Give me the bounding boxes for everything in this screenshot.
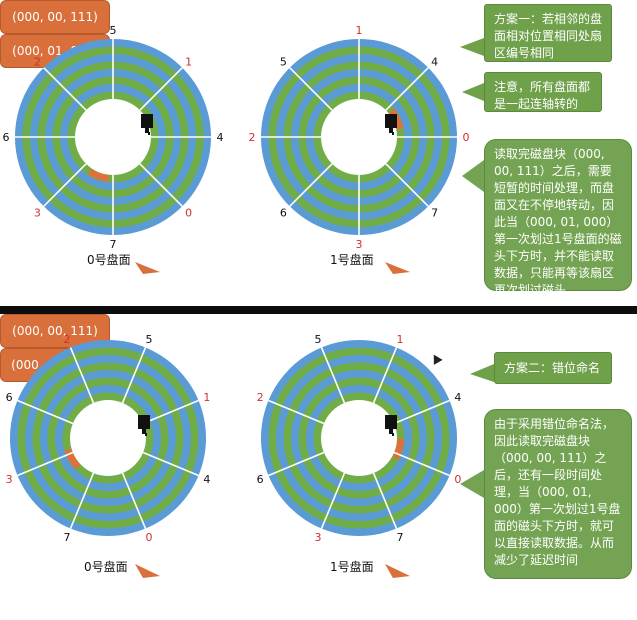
sector-divider — [320, 347, 346, 404]
sector-divider — [289, 67, 333, 111]
sector-number: 7 — [110, 238, 117, 251]
callout-scheme-two: 方案二：错位命名 — [494, 352, 612, 384]
sector-divider — [372, 347, 398, 404]
sector-number: 7 — [396, 531, 403, 544]
sector-divider — [320, 472, 346, 529]
sector-number: 2 — [64, 333, 71, 346]
sector-number: 4 — [431, 55, 438, 68]
disk-0-label: 0号盘面 — [87, 253, 131, 267]
sector-number: 3 — [315, 531, 322, 544]
sector-divider — [17, 451, 74, 477]
disk-diagrams-top: 5 1 4 0 7 3 6 2 1 4 0 7 3 6 2 5 — [3, 24, 470, 251]
sector-number: 3 — [356, 238, 363, 251]
panel-divider — [0, 306, 637, 314]
sector-number: 1 — [203, 391, 210, 404]
sector-number: 6 — [280, 207, 287, 220]
sector-number: 6 — [6, 391, 13, 404]
highlighted-sector — [87, 168, 110, 182]
sector-number: 5 — [110, 24, 117, 37]
sector-number: 5 — [280, 55, 287, 68]
sector-divider — [139, 67, 183, 111]
disk-head-icon — [138, 415, 150, 436]
sector-number: 2 — [257, 391, 264, 404]
callout-note: 注意，所有盘面都是一起连轴转的 — [484, 72, 602, 112]
sector-number: 0 — [463, 131, 470, 144]
callout-explanation-one: 读取完磁盘块（000, 00, 111）之后，需要短暂的时间处理，而盘面又在不停… — [484, 139, 632, 297]
sector-divider — [17, 399, 74, 425]
sector-number: 4 — [454, 391, 461, 404]
sector-divider — [268, 451, 325, 477]
disk-1-label-bottom: 1号盘面 — [330, 560, 374, 574]
sector-number: 4 — [203, 473, 210, 486]
sector-number: 5 — [145, 333, 152, 346]
sector-number: 0 — [454, 473, 461, 486]
callout-scheme-one: 方案一：若相邻的盘面相对位置相同处扇区编号相同 — [484, 4, 612, 62]
highlighted-sector — [64, 448, 81, 470]
sector-divider — [69, 472, 95, 529]
disk-0-top: 5 1 4 0 7 3 6 2 — [3, 24, 224, 251]
sector-number: 2 — [249, 131, 256, 144]
panel-scheme-one: 5 1 4 0 7 3 6 2 1 4 0 7 3 6 2 5 0号盘面 1号盘面 (000, 00, 11… — [0, 0, 637, 306]
sector-number: 0 — [185, 207, 192, 220]
disk-0-bottom: 5 1 4 0 7 3 6 2 — [6, 333, 211, 544]
sector-divider — [385, 67, 429, 111]
sector-number: 1 — [356, 24, 363, 37]
sector-divider — [268, 399, 325, 425]
disk-1-label: 1号盘面 — [330, 253, 374, 267]
sector-divider — [289, 163, 333, 207]
sector-divider — [385, 163, 429, 207]
sector-divider — [121, 472, 147, 529]
spindle-hole — [75, 99, 151, 175]
sector-divider — [69, 347, 95, 404]
sector-number: 3 — [34, 207, 41, 220]
sector-number: 7 — [64, 531, 71, 544]
sector-divider — [139, 163, 183, 207]
sector-divider — [43, 67, 87, 111]
sector-divider — [393, 451, 450, 477]
sector-number: 7 — [431, 207, 438, 220]
sector-number: 2 — [34, 55, 41, 68]
sector-number: 1 — [396, 333, 403, 346]
sector-number: 5 — [315, 333, 322, 346]
disk-head-icon — [385, 114, 397, 135]
sector-divider — [142, 399, 199, 425]
disk-1-bottom: 1 4 0 7 3 6 2 5 — [257, 333, 462, 544]
sector-number: 1 — [185, 55, 192, 68]
sector-number: 3 — [6, 473, 13, 486]
sector-divider — [43, 163, 87, 207]
disk-diagrams-bottom: 5 1 4 0 7 3 6 2 1 4 0 7 3 6 2 5 — [6, 333, 462, 544]
sector-number: 6 — [3, 131, 10, 144]
disk-1-top: 1 4 0 7 3 6 2 5 — [249, 24, 470, 251]
disk-0-label-bottom: 0号盘面 — [84, 560, 128, 574]
sector-divider — [142, 451, 199, 477]
address-badge-disk0: (000, 00, 111) — [0, 0, 110, 34]
sector-divider — [121, 347, 147, 404]
highlighted-sector — [392, 438, 405, 460]
disk-head-icon — [141, 114, 153, 135]
sector-number: 4 — [217, 131, 224, 144]
disk-head-icon — [385, 415, 397, 436]
sector-divider — [393, 399, 450, 425]
spindle-hole — [321, 400, 397, 476]
spindle-hole — [70, 400, 146, 476]
callout-explanation-two: 由于采用错位命名法，因此读取完磁盘块（000, 00, 111）之后，还有一段时… — [484, 409, 632, 579]
sector-number: 6 — [257, 473, 264, 486]
sector-divider — [372, 472, 398, 529]
spindle-hole — [321, 99, 397, 175]
sector-number: 0 — [145, 531, 152, 544]
